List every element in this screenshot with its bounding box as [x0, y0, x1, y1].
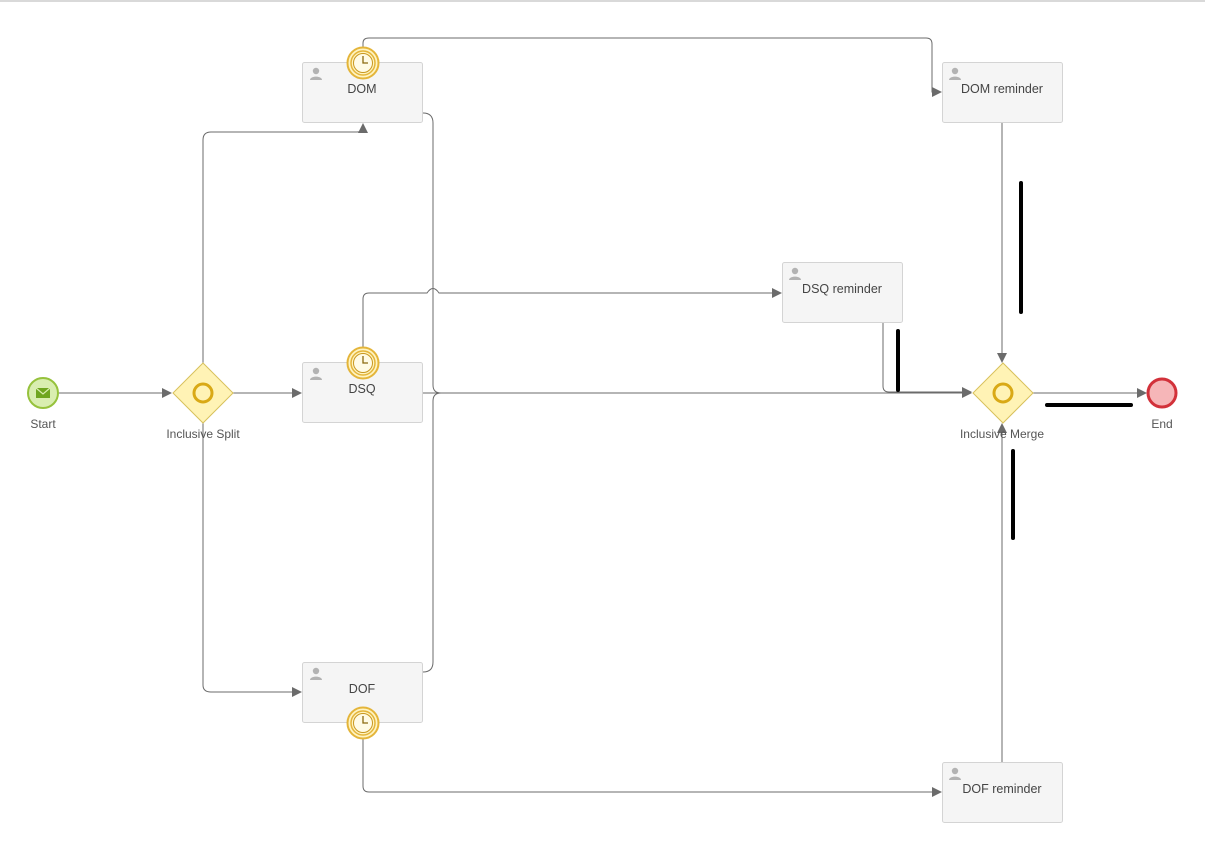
sequence-flows	[59, 37, 1147, 797]
flow-dom-to-merge	[422, 112, 972, 398]
end-event[interactable]: End	[1146, 377, 1178, 431]
circle-icon	[992, 382, 1014, 404]
inclusive-merge-label: Inclusive Merge	[960, 427, 1044, 441]
flow-dsq-reminder-to-merge	[882, 323, 972, 397]
annotation-marks	[896, 181, 1133, 540]
end-event-label: End	[1151, 417, 1172, 431]
task-dom-reminder[interactable]: DOM reminder	[942, 62, 1063, 123]
flow-dof-timer-to-dof-reminder	[362, 738, 942, 797]
timer-icon[interactable]	[346, 46, 380, 80]
start-event-label: Start	[30, 417, 56, 431]
task-dof-reminder-label: DOF reminder	[962, 782, 1041, 796]
inclusive-split-gateway[interactable]: Inclusive Split	[166, 362, 240, 441]
task-dom[interactable]: DOM	[302, 62, 423, 123]
flow-dof-to-merge	[422, 392, 442, 673]
flow-split-to-dof	[202, 423, 302, 697]
task-dsq-reminder[interactable]: DSQ reminder	[782, 262, 903, 323]
task-dof-reminder[interactable]: DOF reminder	[942, 762, 1063, 823]
top-border	[0, 0, 1205, 2]
flow-split-to-dom	[202, 123, 368, 363]
task-dsq-reminder-label: DSQ reminder	[802, 282, 882, 296]
task-dsq[interactable]: DSQ	[302, 362, 423, 423]
task-dsq-label: DSQ	[348, 382, 375, 396]
inclusive-merge-gateway[interactable]: Inclusive Merge	[960, 362, 1044, 441]
timer-icon[interactable]	[346, 346, 380, 380]
flow-dsq-timer-to-dsq-reminder	[362, 288, 782, 350]
circle-icon	[192, 382, 214, 404]
task-dof-label: DOF	[349, 682, 376, 696]
inclusive-split-label: Inclusive Split	[166, 427, 240, 441]
envelope-icon	[35, 387, 51, 398]
timer-icon[interactable]	[346, 706, 380, 740]
flow-dom-timer-to-dom-reminder	[362, 37, 942, 97]
start-event[interactable]: Start	[27, 377, 59, 431]
task-dom-label: DOM	[347, 82, 376, 96]
task-dom-reminder-label: DOM reminder	[961, 82, 1043, 96]
